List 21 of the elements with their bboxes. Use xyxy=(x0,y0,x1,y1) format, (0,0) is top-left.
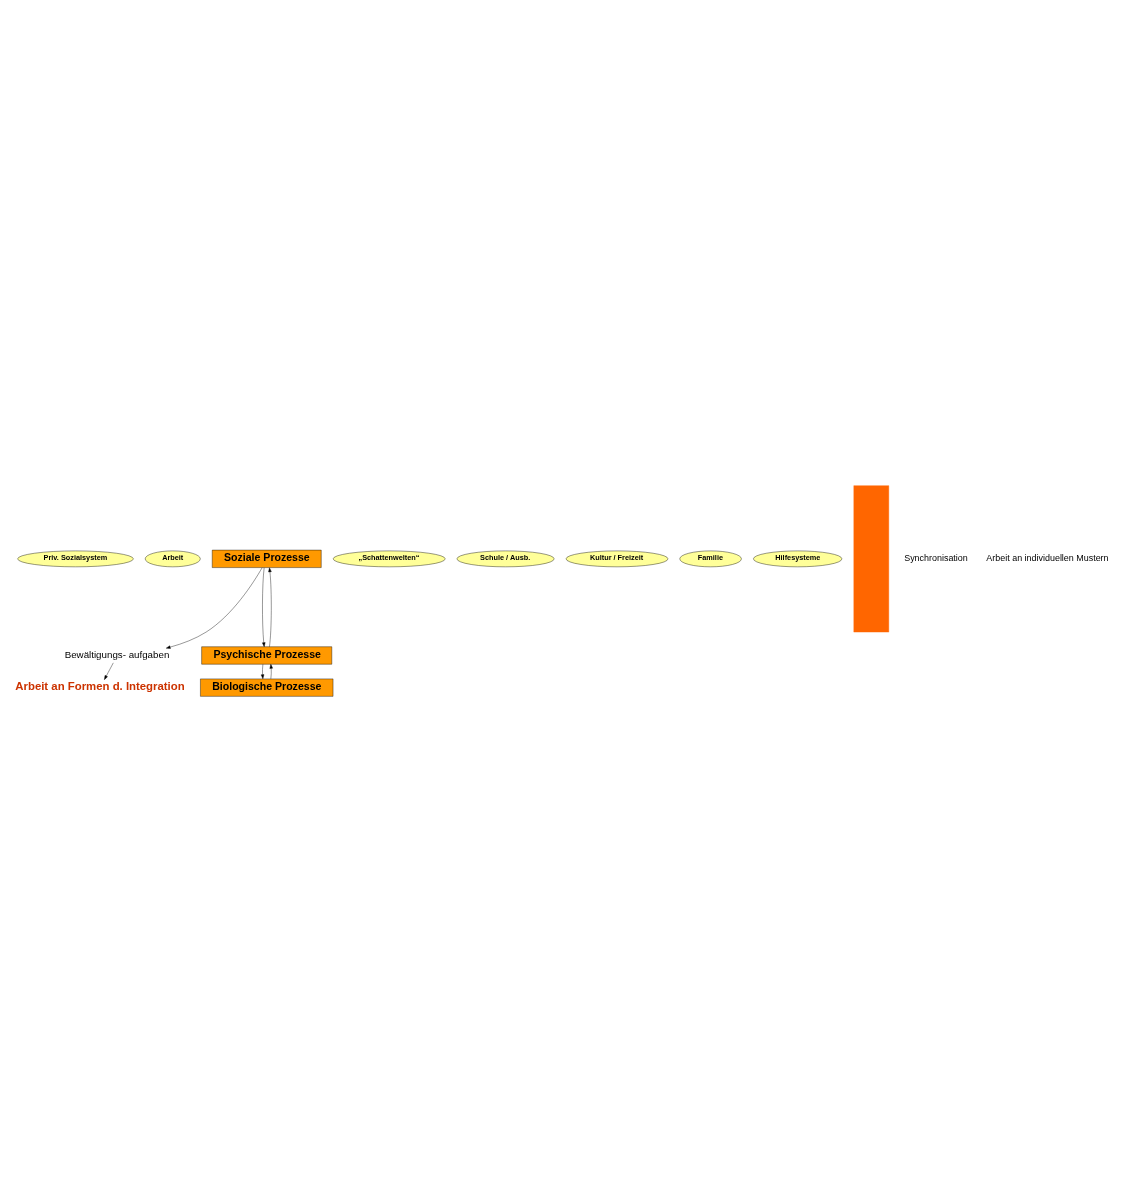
label: Arbeit an individuellen Mustern xyxy=(986,553,1109,564)
arrow xyxy=(269,664,273,679)
arrow xyxy=(166,567,263,649)
arrow xyxy=(262,567,266,647)
node-bar xyxy=(853,485,889,633)
node-ellipse: Arbeit xyxy=(144,550,201,568)
label: Synchronisation xyxy=(904,553,968,564)
node-ellipse: Hilfesysteme xyxy=(753,550,843,568)
node-text: Arbeit an Formen d. Integration xyxy=(15,680,185,693)
node-box: Biologische Prozesse xyxy=(200,678,334,697)
node-text: Bewältigungs- aufgaben xyxy=(64,649,170,661)
node-ellipse: Kultur / Freizeit xyxy=(565,550,669,568)
node-ellipse: Familie xyxy=(679,550,742,568)
node-box: Soziale Prozesse xyxy=(212,549,322,568)
arrow xyxy=(260,664,265,679)
node-box: Psychische Prozesse xyxy=(201,646,333,665)
arrow xyxy=(104,662,114,680)
node-ellipse: „Schattenwelten“ xyxy=(332,550,446,568)
node-ellipse: Schule / Ausb. xyxy=(456,550,555,568)
arrow xyxy=(268,567,272,647)
node-ellipse: Priv. Sozialsystem xyxy=(17,550,134,568)
